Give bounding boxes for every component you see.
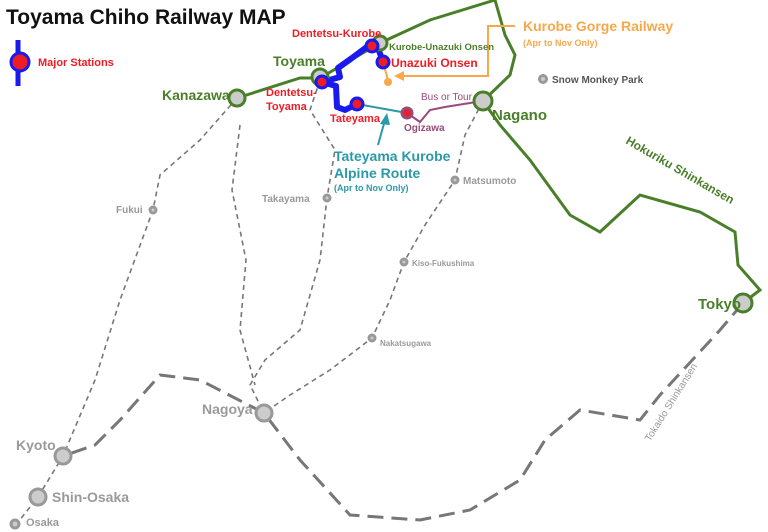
line-chuo (263, 100, 484, 414)
label-tokyo: Tokyo (698, 296, 741, 313)
label-alpine-route-2: Alpine Route (334, 165, 421, 181)
label-gorge-railway: Kurobe Gorge Railway (523, 18, 673, 34)
gorge-arrow-icon (394, 71, 404, 81)
legend: Major Stations (9, 40, 114, 86)
station-matsumoto[interactable] (450, 175, 460, 185)
line-chiho-tateyama (321, 79, 359, 113)
label-nakatsugawa: Nakatsugawa (380, 339, 432, 348)
station-nagano[interactable] (472, 90, 494, 112)
other-stations (9, 74, 548, 530)
gorge-callout-line (400, 25, 515, 77)
legend-label: Major Stations (38, 57, 114, 69)
station-takayama[interactable] (322, 193, 332, 203)
label-fukui: Fukui (116, 205, 143, 216)
line-hokuriku-shinkansen (236, 0, 763, 305)
station-kiso-fukushima[interactable] (399, 257, 409, 267)
line-takayama-alt (231, 124, 256, 386)
label-dentetsu-toyama-1: Dentetsu- (266, 87, 317, 99)
label-dentetsu-kurobe: Dentetsu-Kurobe (292, 28, 381, 40)
map-title: Toyama Chiho Railway MAP (6, 6, 286, 29)
station-kanazawa[interactable] (227, 88, 247, 108)
station-unazuki-onsen[interactable] (375, 54, 391, 70)
snow-monkey-park-marker[interactable] (538, 74, 548, 84)
label-nagano: Nagano (492, 107, 547, 124)
label-alpine-season: (Apr to Nov Only) (334, 183, 409, 193)
label-kanazawa: Kanazawa (162, 87, 230, 103)
label-bus-or-tour: Bus or Tour (421, 92, 473, 103)
label-shin-osaka: Shin-Osaka (52, 489, 129, 505)
label-takayama: Takayama (262, 194, 310, 205)
label-tateyama: Tateyama (330, 113, 381, 125)
label-alpine-route-1: Tateyama Kurobe (334, 148, 451, 164)
label-dentetsu-toyama-2: Toyama (266, 101, 308, 113)
station-nakatsugawa[interactable] (367, 333, 377, 343)
label-gorge-season: (Apr to Nov Only) (523, 38, 598, 48)
station-fukui[interactable] (148, 205, 158, 215)
label-kiso-fukushima: Kiso-Fukushima (412, 259, 475, 268)
label-kurobe-unazuki: Kurobe-Unazuki Onsen (389, 42, 494, 53)
label-ogizawa: Ogizawa (404, 123, 445, 134)
label-toyama: Toyama (273, 53, 325, 69)
local-lines (14, 79, 484, 527)
station-dentetsu-toyama[interactable] (314, 74, 330, 90)
legend-station-icon (9, 51, 31, 73)
line-bus (406, 100, 484, 124)
station-tokyo[interactable] (732, 292, 754, 314)
station-osaka[interactable] (9, 518, 21, 530)
label-nagoya: Nagoya (202, 401, 253, 417)
line-tokaido-shinkansen (62, 302, 745, 522)
station-nagoya[interactable] (254, 403, 274, 423)
label-kyoto: Kyoto (16, 437, 56, 453)
alpine-arrow-icon (380, 113, 390, 125)
chiho-stations (314, 38, 391, 112)
line-alpine-route (356, 103, 408, 114)
station-dentetsu-kurobe[interactable] (364, 38, 380, 54)
station-ogizawa[interactable] (400, 106, 414, 120)
label-snow-monkey-park: Snow Monkey Park (552, 75, 644, 86)
station-shin-osaka[interactable] (28, 487, 48, 507)
label-unazuki-onsen: Unazuki Onsen (391, 56, 478, 70)
station-tateyama[interactable] (349, 96, 365, 112)
label-matsumoto: Matsumoto (463, 176, 516, 187)
station-kyoto[interactable] (53, 446, 73, 466)
label-osaka: Osaka (26, 517, 60, 529)
line-takayama (249, 79, 336, 414)
gorge-end-station (384, 78, 392, 86)
label-tokaido-shinkansen: Tokaido Shinkansen (643, 362, 700, 444)
line-hokuriku-local (14, 97, 238, 527)
